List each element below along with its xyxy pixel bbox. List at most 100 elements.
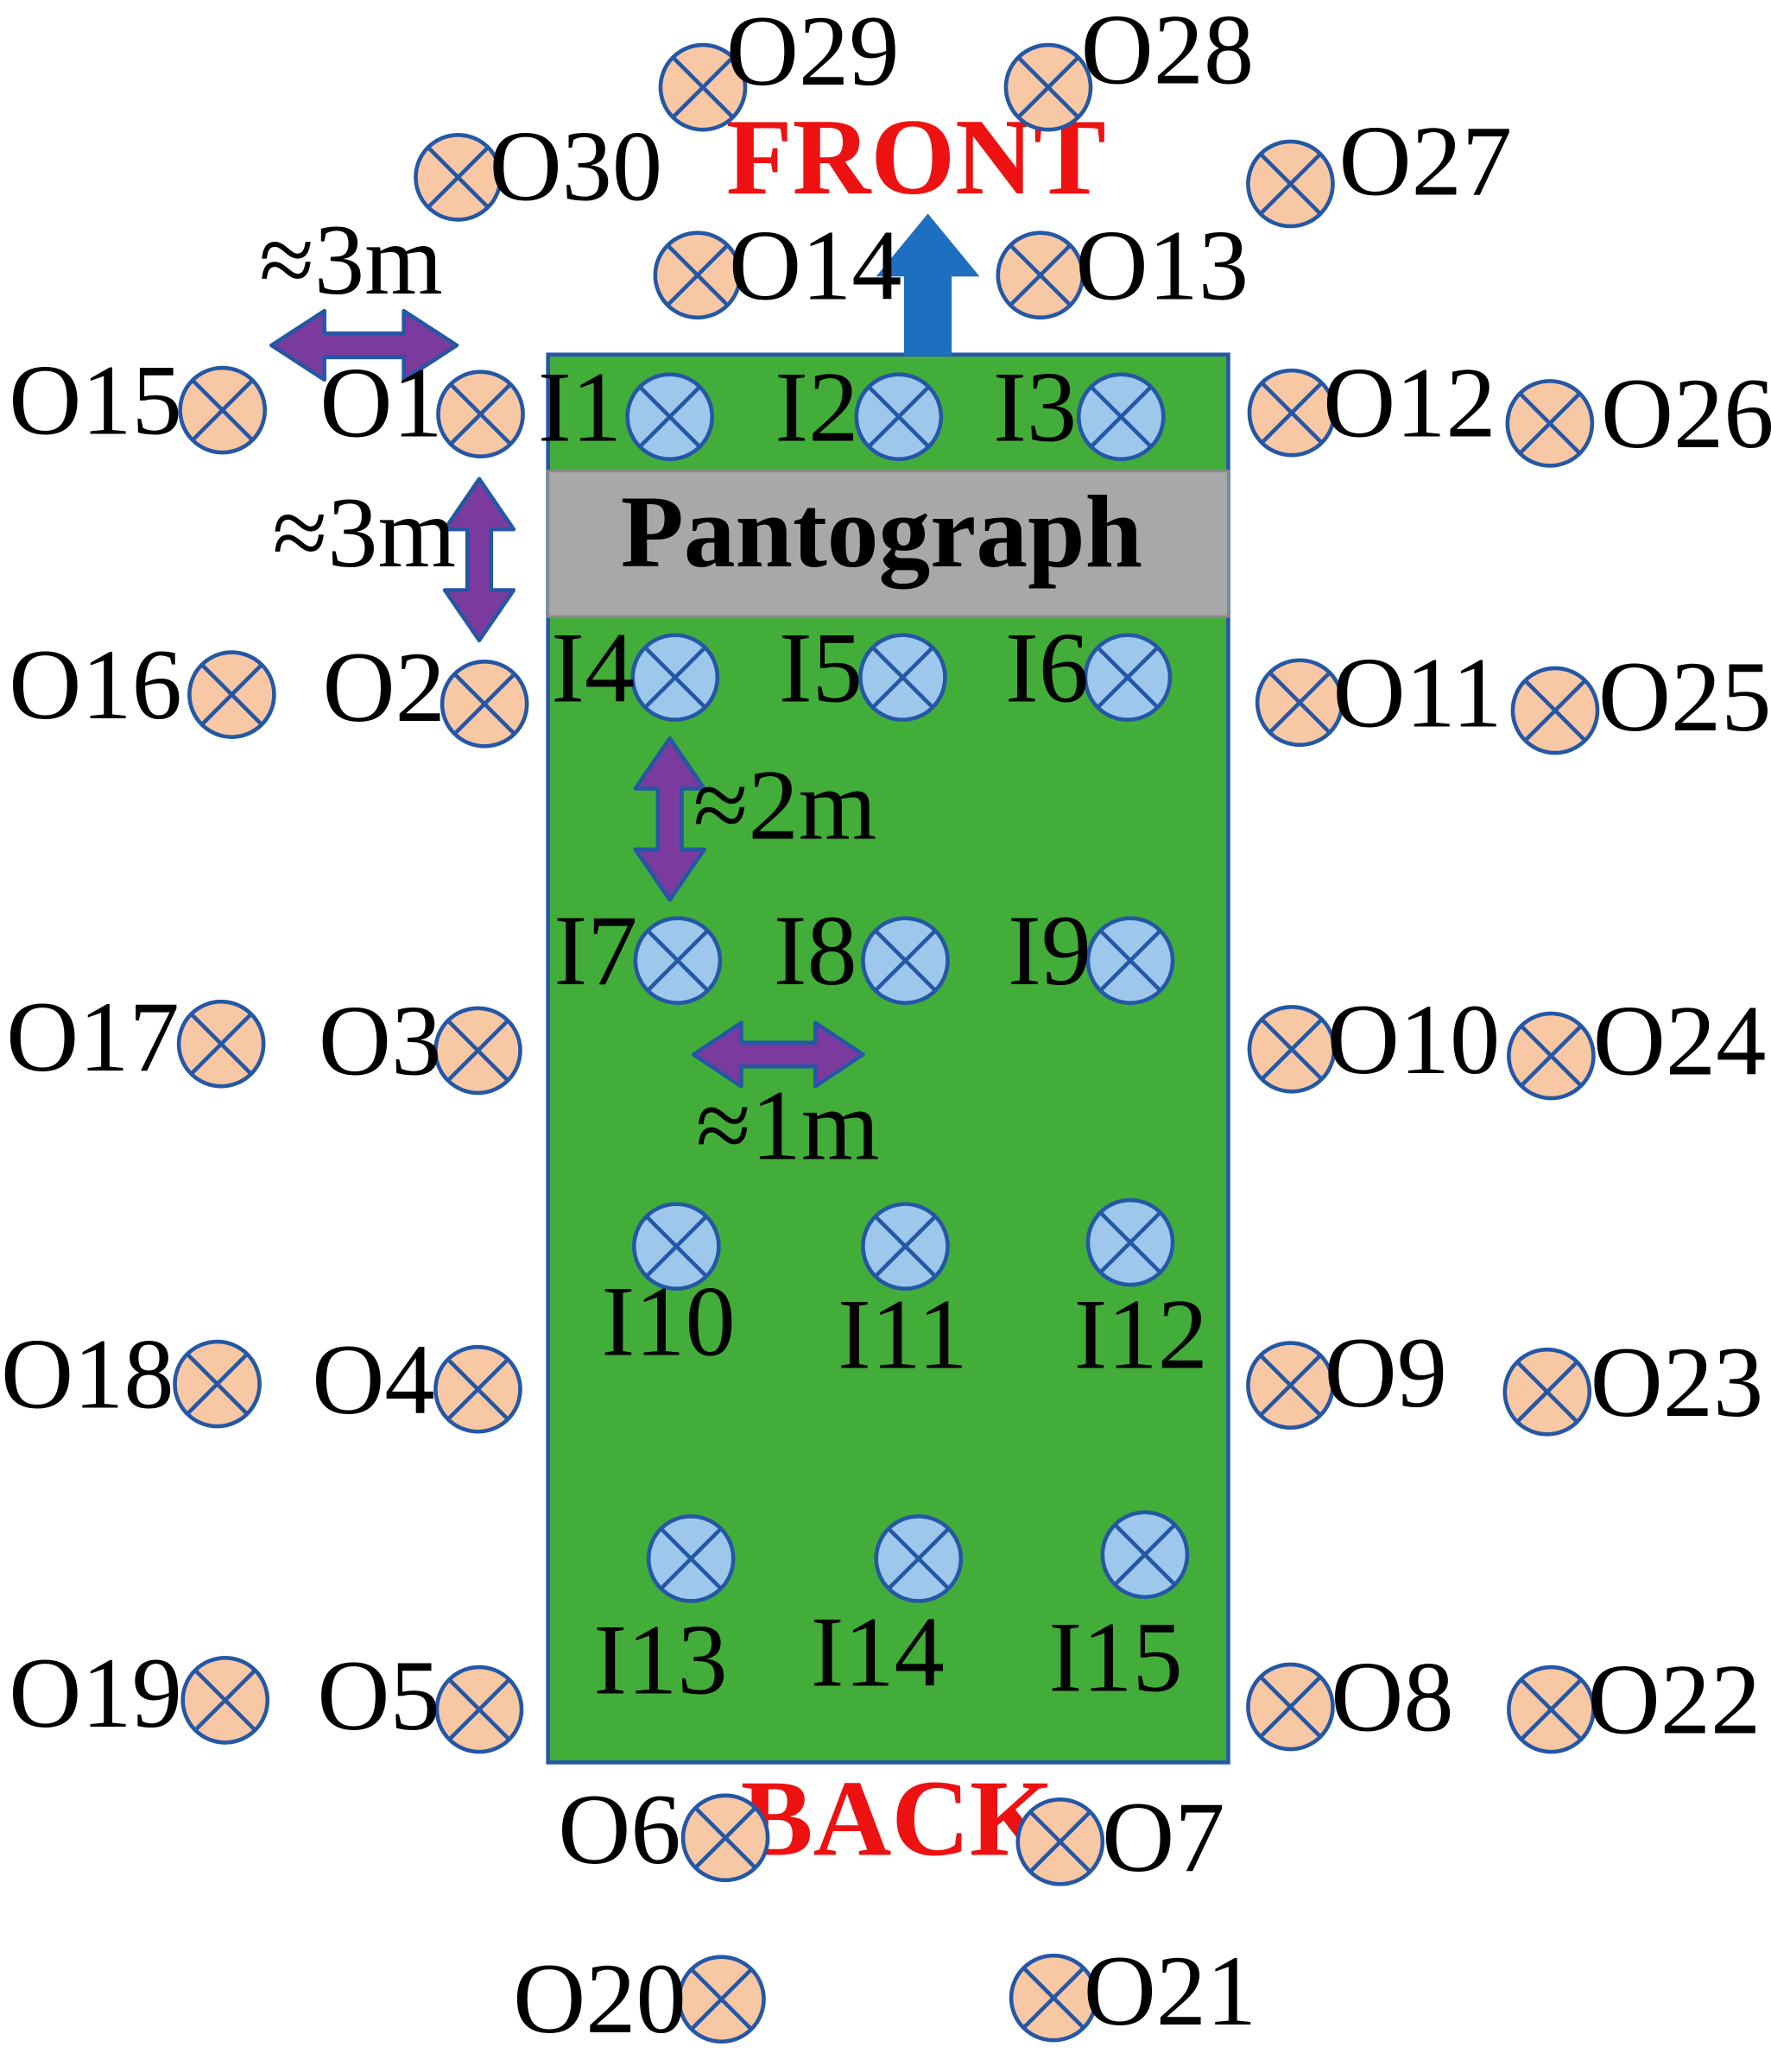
- inner-sensor-label: I6: [1005, 612, 1089, 723]
- front-arrow: [876, 213, 980, 357]
- sensor-o25: O25: [1510, 641, 1771, 755]
- inner-sensor-label: I5: [779, 612, 863, 723]
- sensor-o7: O7: [1015, 1782, 1225, 1893]
- inner-sensor-label: I13: [593, 1605, 727, 1716]
- outer-sensor-label: O12: [1323, 348, 1496, 459]
- dim-arrow-inner-horizontal: [691, 1020, 865, 1089]
- dim-label-outer-vertical: ≈3m: [272, 477, 456, 589]
- inner-sensor-label: I8: [774, 895, 857, 1007]
- sensor-o21: O21: [1009, 1936, 1257, 2047]
- sensor-o3: O3: [319, 985, 522, 1096]
- outer-sensor-label: O4: [312, 1324, 434, 1436]
- outer-sensor-label: O5: [317, 1640, 440, 1752]
- outer-sensor-label: O17: [6, 982, 180, 1093]
- outer-sensor-label: O11: [1332, 637, 1502, 749]
- inner-sensor-label: I7: [553, 895, 637, 1007]
- outer-sensor-label: O1: [319, 348, 442, 459]
- sensor-o24: O24: [1507, 985, 1767, 1101]
- back-label: BACK: [741, 1759, 1054, 1879]
- sensor-i12: I12: [1074, 1197, 1208, 1391]
- outer-sensor-label: O7: [1102, 1782, 1224, 1893]
- outer-sensor-label: O29: [726, 0, 900, 107]
- inner-sensor-label: I11: [838, 1279, 968, 1391]
- pantograph-label: Pantograph: [621, 474, 1142, 589]
- outer-sensor-label: O28: [1081, 0, 1255, 106]
- outer-sensor-label: O16: [9, 629, 182, 741]
- sensor-i3: I3: [993, 351, 1166, 463]
- sensor-i11: I11: [838, 1202, 968, 1391]
- dim-label-inner-vertical: ≈2m: [693, 750, 877, 862]
- sensor-o14: O14: [653, 210, 902, 321]
- sensor-o28: O28: [1003, 0, 1255, 132]
- sensor-i2: I2: [775, 351, 944, 463]
- sensor-o13: O13: [996, 210, 1249, 321]
- outer-sensor-label: O2: [322, 632, 445, 743]
- outer-sensor-label: O22: [1588, 1645, 1762, 1756]
- outer-sensor-label: O15: [9, 345, 182, 457]
- sensor-i15: I15: [1049, 1510, 1190, 1714]
- outer-sensor-label: O19: [9, 1638, 182, 1749]
- outer-sensor-label: O14: [729, 210, 902, 321]
- sensor-o6: O6: [558, 1774, 770, 1886]
- sensor-o5: O5: [317, 1640, 524, 1754]
- outer-sensor-label: O9: [1325, 1317, 1447, 1429]
- sensor-o29: O29: [658, 0, 900, 132]
- dim-label-outer-horizontal: ≈3m: [259, 205, 443, 316]
- outer-sensor-label: O23: [1591, 1327, 1764, 1438]
- outer-sensor-label: O24: [1593, 985, 1767, 1096]
- sensor-o12: O12: [1247, 348, 1496, 459]
- sensor-o2: O2: [322, 632, 529, 749]
- sensor-o8: O8: [1246, 1642, 1454, 1753]
- dim-arrow-inner-vertical: [633, 736, 706, 902]
- inner-sensor-label: I10: [602, 1266, 736, 1377]
- sensor-i9: I9: [1008, 895, 1175, 1007]
- sensor-o1: O1: [319, 348, 525, 459]
- sensor-i7: I7: [553, 895, 723, 1007]
- sensor-i13: I13: [593, 1514, 736, 1716]
- outer-sensor-label: O26: [1601, 358, 1771, 470]
- sensor-o10: O10: [1247, 984, 1501, 1096]
- inner-sensor-label: I14: [811, 1596, 945, 1708]
- outer-sensor-label: O8: [1331, 1642, 1453, 1753]
- sensor-o15: O15: [9, 345, 268, 457]
- outer-sensor-label: O30: [490, 111, 663, 222]
- dim-label-inner-horizontal: ≈1m: [696, 1071, 880, 1182]
- sensor-o22: O22: [1507, 1645, 1762, 1756]
- outer-sensor-label: O25: [1598, 641, 1771, 753]
- outer-sensor-label: O21: [1084, 1936, 1257, 2047]
- sensor-i14: I14: [811, 1514, 964, 1708]
- sensor-o19: O19: [9, 1638, 270, 1749]
- sensor-o18: O18: [1, 1319, 262, 1431]
- sensor-i6: I6: [1005, 612, 1173, 723]
- sensor-o23: O23: [1502, 1327, 1764, 1438]
- outer-sensor-label: O13: [1076, 210, 1249, 321]
- outer-sensor-label: O3: [319, 985, 441, 1096]
- sensor-i8: I8: [774, 895, 950, 1007]
- sensor-o27: O27: [1246, 105, 1512, 229]
- sensor-o9: O9: [1246, 1317, 1447, 1430]
- sensor-i10: I10: [602, 1202, 736, 1377]
- sensor-i4: I4: [551, 612, 720, 723]
- outer-sensor-label: O10: [1327, 984, 1501, 1096]
- outer-sensor-label: O20: [513, 1943, 686, 2055]
- inner-sensor-label: I3: [993, 351, 1077, 463]
- inner-sensor-label: I2: [775, 351, 858, 463]
- inner-sensor-label: I9: [1008, 895, 1091, 1007]
- sensor-o4: O4: [312, 1324, 522, 1436]
- sensor-o17: O17: [6, 982, 266, 1093]
- inner-sensor-label: I15: [1049, 1602, 1183, 1714]
- outer-sensor-label: O27: [1338, 105, 1512, 217]
- sensor-o26: O26: [1505, 358, 1771, 470]
- dim-arrow-outer-horizontal: [269, 308, 459, 382]
- inner-sensor-label: I1: [538, 351, 622, 463]
- sensor-o16: O16: [9, 629, 276, 741]
- pantograph: Pantograph: [547, 470, 1230, 618]
- sensor-o30: O30: [414, 111, 663, 222]
- inner-sensor-label: I4: [551, 612, 635, 723]
- sensor-i5: I5: [779, 612, 947, 723]
- outer-sensor-label: O6: [558, 1774, 680, 1886]
- sensor-o11: O11: [1255, 637, 1502, 749]
- sensor-i1: I1: [538, 351, 715, 463]
